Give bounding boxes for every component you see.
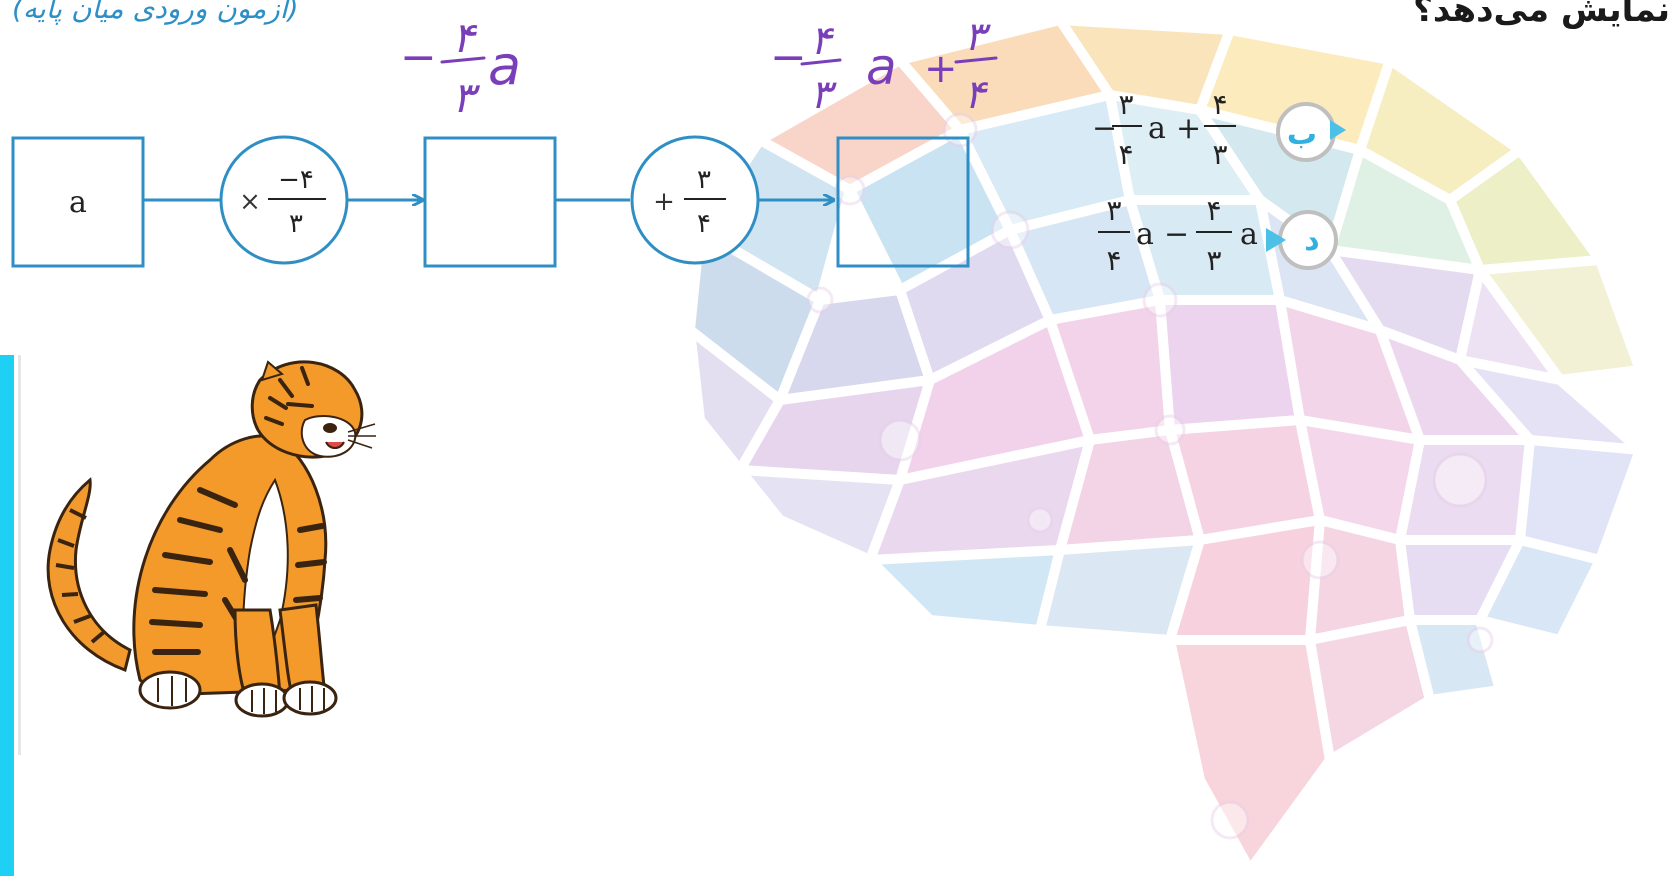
- handwritten-annotations: − ۴ ۳ a − ۴ ۳ a + ۳ ۴: [400, 13, 998, 122]
- op1-numerator: −۴: [278, 165, 314, 195]
- option-d-denominator2: ۳: [1206, 244, 1221, 277]
- option-b-pointer-icon: [1330, 120, 1346, 140]
- source-note: (آزمون ورودی میان پایه): [12, 0, 299, 25]
- options-panel: − ۳ ۴ a + ۴ ۳ ب ۳ ۴ a − ۴ ۳ a د: [1092, 88, 1346, 277]
- hw1-variable: a: [488, 34, 521, 97]
- op2-denominator: ۴: [697, 209, 711, 239]
- hw2-numerator2: ۳: [964, 14, 991, 60]
- input-box: [11, 136, 145, 268]
- op2-numerator: ۳: [697, 165, 711, 195]
- option-b-variable1: a: [1148, 111, 1166, 146]
- option-d-letter: د: [1304, 223, 1319, 258]
- op2-sign: +: [653, 187, 675, 217]
- option-b-denominator2: ۳: [1212, 138, 1227, 171]
- flow-diagram: a × −۴ ۳ + ۳ ۴: [11, 135, 970, 268]
- middle-box: [423, 136, 557, 268]
- hw2-denominator1: ۳: [810, 72, 837, 118]
- option-b[interactable]: − ۳ ۴ a + ۴ ۳ ب: [1092, 88, 1346, 171]
- hw1-numerator: ۴: [452, 13, 478, 62]
- hw2-variable: a: [866, 38, 897, 96]
- sidebar-divider: [18, 355, 21, 755]
- option-d-numerator2: ۴: [1206, 194, 1221, 227]
- sidebar-accent-bar: [0, 355, 14, 876]
- option-d-operator: −: [1164, 217, 1189, 252]
- option-d-numerator1: ۳: [1106, 194, 1121, 227]
- question-text: نمایش می‌دهد؟: [1413, 0, 1670, 30]
- option-d-denominator1: ۴: [1106, 244, 1121, 277]
- hw2-plus: +: [924, 46, 958, 92]
- option-b-denominator1: ۴: [1118, 138, 1133, 171]
- hw1-denominator: ۳: [452, 73, 481, 122]
- output-box: [836, 136, 970, 268]
- option-b-operator: +: [1176, 111, 1201, 146]
- option-d-variable2: a: [1240, 217, 1258, 252]
- hw2-sign: −: [770, 32, 807, 83]
- option-d[interactable]: ۳ ۴ a − ۴ ۳ a د: [1098, 194, 1338, 277]
- option-b-letter: ب: [1287, 117, 1317, 152]
- option-d-variable1: a: [1136, 217, 1154, 252]
- option-b-numerator2: ۴: [1212, 88, 1227, 121]
- hw2-numerator1: ۴: [810, 18, 835, 64]
- op1-denominator: ۳: [289, 209, 303, 239]
- op1-sign: ×: [239, 187, 261, 217]
- hw1-sign: −: [400, 32, 437, 83]
- input-value: a: [69, 185, 87, 220]
- option-d-pointer-icon: [1266, 228, 1286, 252]
- option-b-numerator1: ۳: [1118, 88, 1133, 121]
- hw2-denominator2: ۴: [964, 72, 989, 118]
- tiger-illustration-icon: [46, 360, 376, 718]
- option-b-sign: −: [1092, 111, 1117, 146]
